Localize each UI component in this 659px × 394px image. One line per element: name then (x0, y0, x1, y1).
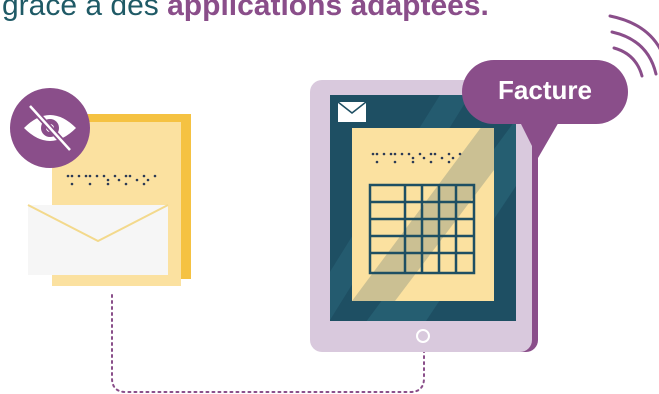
braille-icon (371, 152, 462, 164)
mail-notification-icon (337, 101, 367, 122)
speech-bubble (462, 60, 628, 158)
headline-emphasis: applications adaptées. (167, 0, 489, 22)
headline-prefix: grâce à des (2, 0, 168, 22)
headline: grâce à des applications adaptées. (0, 0, 659, 26)
bubble-label: Facture (498, 75, 592, 105)
wireless-signal-icon (608, 14, 659, 78)
dotted-connector (111, 294, 425, 393)
home-button (416, 329, 430, 343)
envelope-icon (27, 204, 169, 275)
tablet (310, 80, 538, 352)
braille-letter (27, 114, 191, 286)
invoice-table-icon (368, 183, 476, 275)
braille-icon (66, 174, 157, 186)
crossed-eye-icon (10, 88, 90, 168)
